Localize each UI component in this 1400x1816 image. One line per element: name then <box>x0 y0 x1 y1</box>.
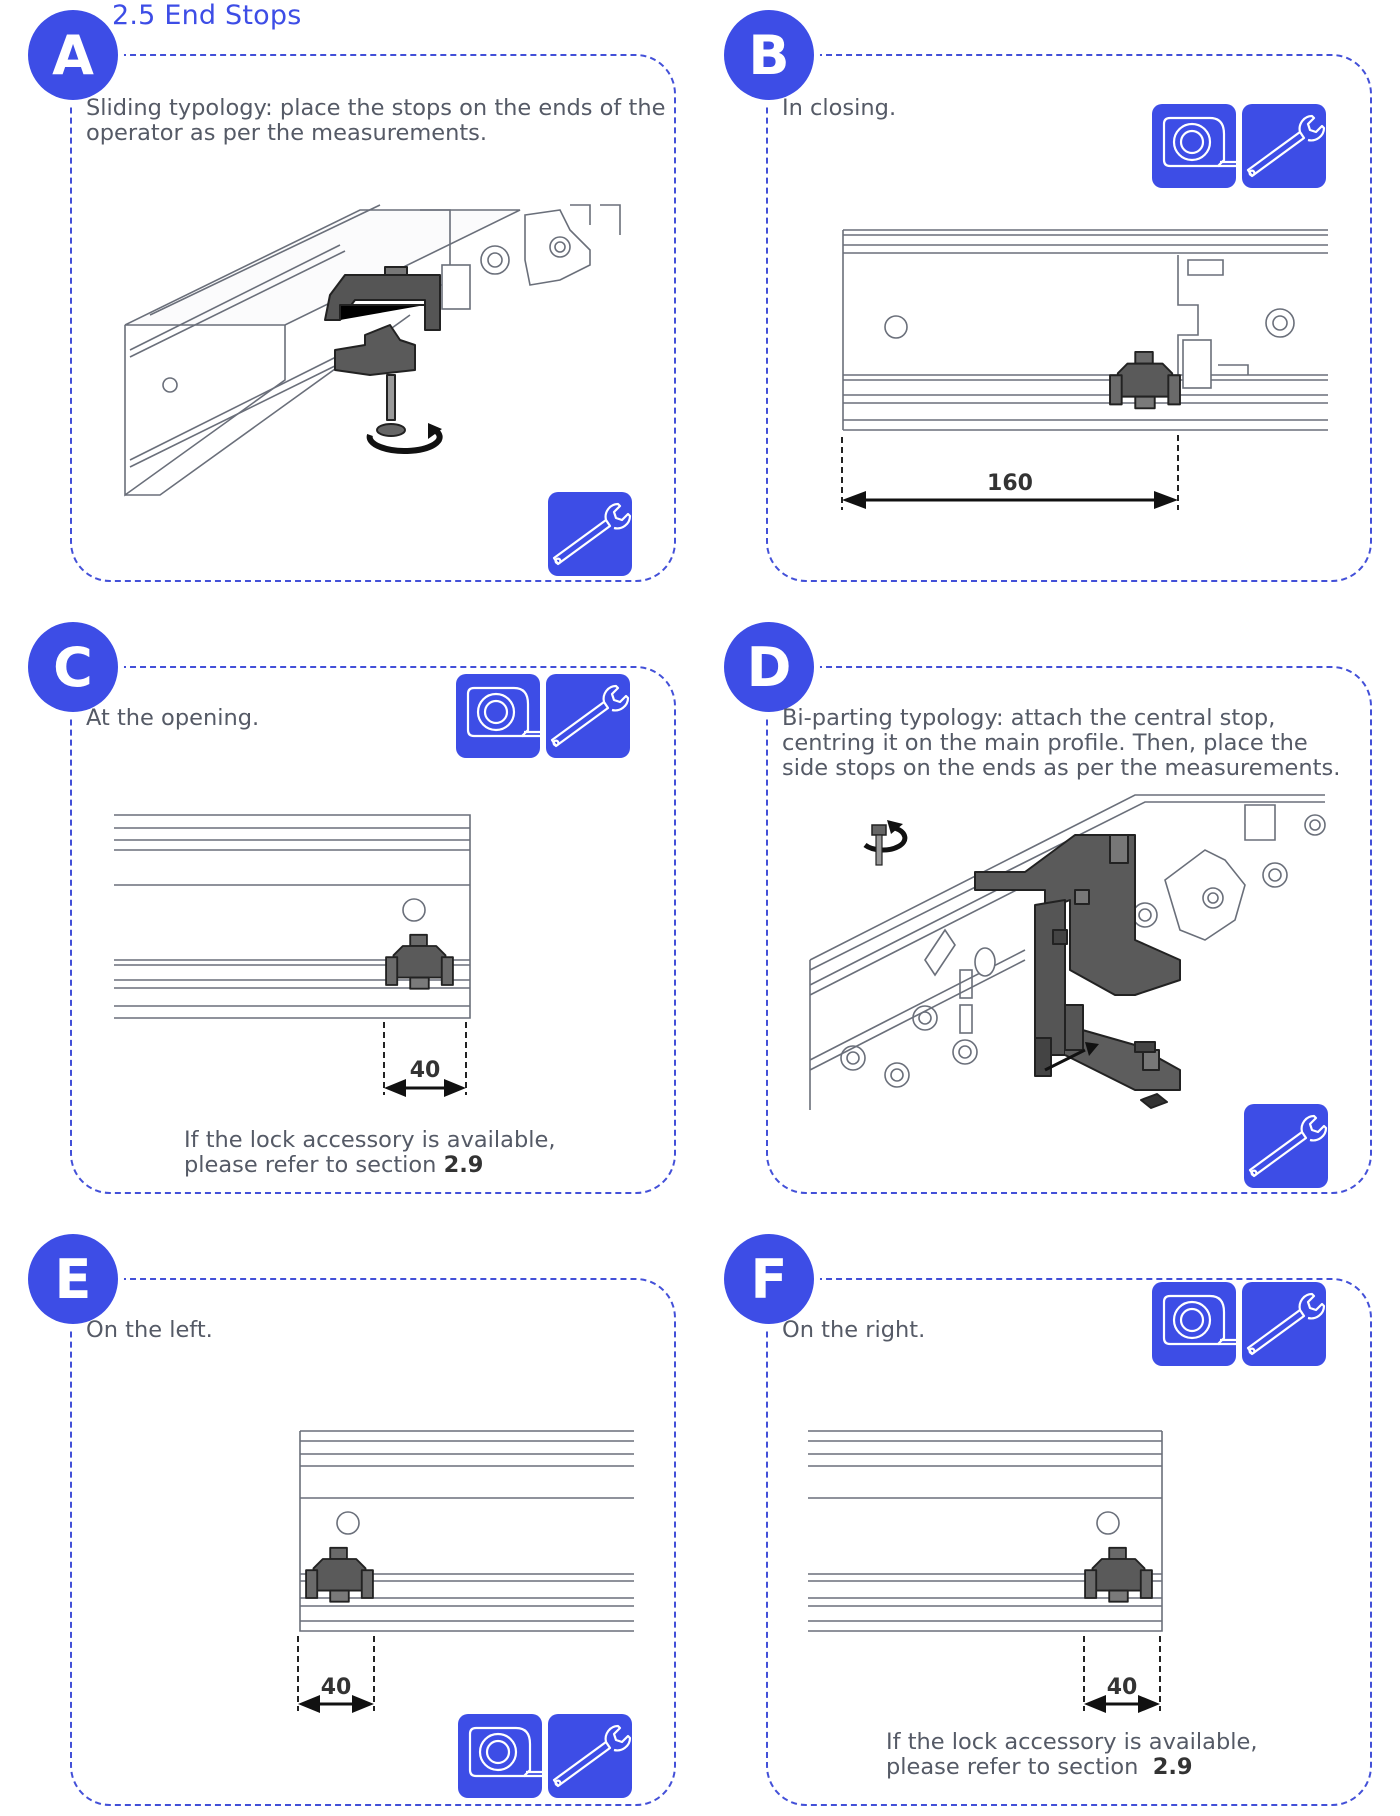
panel-f-wrench-icon <box>1242 1282 1326 1366</box>
panel-f-badge: F <box>724 1234 814 1324</box>
section-title: 2.5 End Stops <box>112 0 302 31</box>
panel-e-instruction: On the left. <box>86 1317 213 1343</box>
panel-a <box>70 54 676 582</box>
panel-f-note: If the lock accessory is available, plea… <box>886 1730 1258 1780</box>
panel-d-wrench-icon <box>1244 1104 1328 1188</box>
panel-c-illustration: 40 <box>114 814 471 1097</box>
panel-c-note: If the lock accessory is available, plea… <box>184 1128 556 1178</box>
panel-b-wrench-icon <box>1242 104 1326 188</box>
panel-e <box>70 1278 676 1806</box>
panel-f-instruction: On the right. <box>782 1317 926 1343</box>
panel-a-illustration <box>124 204 621 497</box>
panel-b <box>766 54 1372 582</box>
panel-f-note-text: please refer to section <box>886 1754 1139 1780</box>
panel-a-wrench-icon <box>548 492 632 576</box>
panel-b-dimension: 160 <box>987 471 1033 496</box>
panel-b-tape-measure-icon <box>1152 104 1236 188</box>
panel-e-tape-measure-icon <box>458 1714 542 1798</box>
panel-c-note-ref: 2.9 <box>443 1152 484 1178</box>
panel-c-badge: C <box>28 622 118 712</box>
panel-c-note-line2: please refer to section 2.9 <box>184 1153 556 1178</box>
panel-c-instruction: At the opening. <box>86 705 260 731</box>
panel-f-dimension: 40 <box>1107 1675 1138 1700</box>
panel-b-badge: B <box>724 10 814 100</box>
panel-d-instruction: Bi-parting typology: attach the central … <box>782 705 1341 781</box>
panel-c-tape-measure-icon <box>456 674 540 758</box>
panel-c-wrench-icon <box>546 674 630 758</box>
panel-c-note-text: please refer to section <box>184 1152 437 1178</box>
panel-f-note-line1: If the lock accessory is available, <box>886 1729 1258 1755</box>
panel-d <box>766 666 1372 1194</box>
panel-b-instruction: In closing. <box>782 95 897 121</box>
panel-e-illustration: 40 <box>297 1430 634 1713</box>
panel-a-instruction: Sliding typology: place the stops on the… <box>86 95 666 146</box>
panel-c <box>70 666 676 1194</box>
panel-f-illustration: 40 <box>808 1430 1163 1713</box>
panel-b-illustration: 160 <box>841 229 1328 510</box>
panel-e-badge: E <box>28 1234 118 1324</box>
panel-f-note-ref: 2.9 <box>1152 1754 1193 1780</box>
panel-d-badge: D <box>724 622 814 712</box>
panel-f <box>766 1278 1372 1806</box>
panel-d-illustration <box>809 794 1326 1110</box>
panel-e-wrench-icon <box>548 1714 632 1798</box>
panel-f-note-line2: please refer to section 2.9 <box>886 1755 1258 1780</box>
panel-c-note-line1: If the lock accessory is available, <box>184 1127 556 1153</box>
panel-e-dimension: 40 <box>321 1675 352 1700</box>
panel-a-badge: A <box>28 10 118 100</box>
panel-c-dimension: 40 <box>410 1058 441 1083</box>
panel-f-tape-measure-icon <box>1152 1282 1236 1366</box>
